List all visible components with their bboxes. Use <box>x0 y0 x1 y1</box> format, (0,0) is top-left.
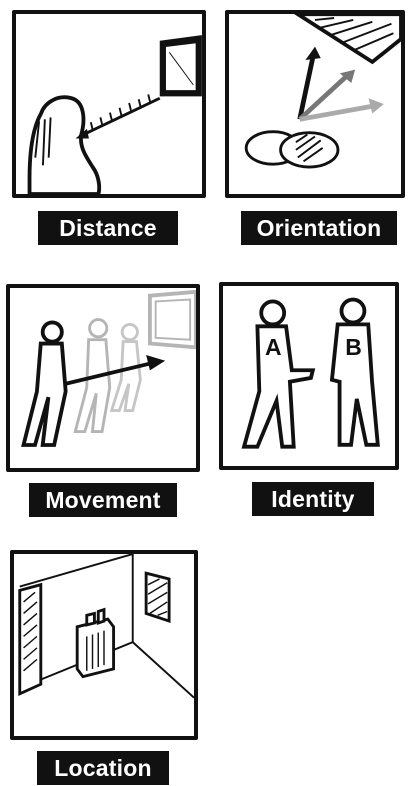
location-panel <box>10 550 198 740</box>
identity-panel: A B <box>219 282 399 470</box>
identity-illustration: A B <box>241 297 380 449</box>
orientation-panel <box>225 10 405 198</box>
identity-label: Identity <box>252 482 374 516</box>
window-icon <box>144 571 171 624</box>
person-a <box>241 299 316 449</box>
person-b <box>329 297 380 447</box>
movement-illustration <box>21 289 196 447</box>
orientation-arrow-gray <box>298 73 350 122</box>
distance-illustration <box>27 35 202 194</box>
ghost-walker-1 <box>73 318 112 434</box>
orientation-arrow-light <box>299 103 375 122</box>
movement-arrow <box>65 360 155 386</box>
door-icon <box>18 582 43 697</box>
tv-screen-icon <box>159 35 202 97</box>
location-illustration <box>18 554 194 699</box>
distance-label: Distance <box>38 211 178 245</box>
person-b-letter: B <box>345 334 362 360</box>
tilted-screen-icon <box>293 14 401 65</box>
feet-icon <box>244 130 340 169</box>
orientation-arrow-black <box>297 55 316 120</box>
location-label: Location <box>37 751 169 785</box>
orientation-label: Orientation <box>241 211 397 245</box>
cabinet-icon <box>75 607 116 679</box>
movement-panel <box>6 284 200 472</box>
distance-arrow <box>78 96 161 138</box>
distance-panel <box>12 10 206 198</box>
person-a-letter: A <box>265 334 282 360</box>
solid-walker <box>21 320 68 447</box>
orientation-illustration <box>244 14 401 169</box>
movement-label: Movement <box>29 483 177 517</box>
ghost-screen-icon <box>148 289 196 350</box>
ghost-walker-2 <box>109 322 142 412</box>
person-silhouette <box>27 95 102 194</box>
